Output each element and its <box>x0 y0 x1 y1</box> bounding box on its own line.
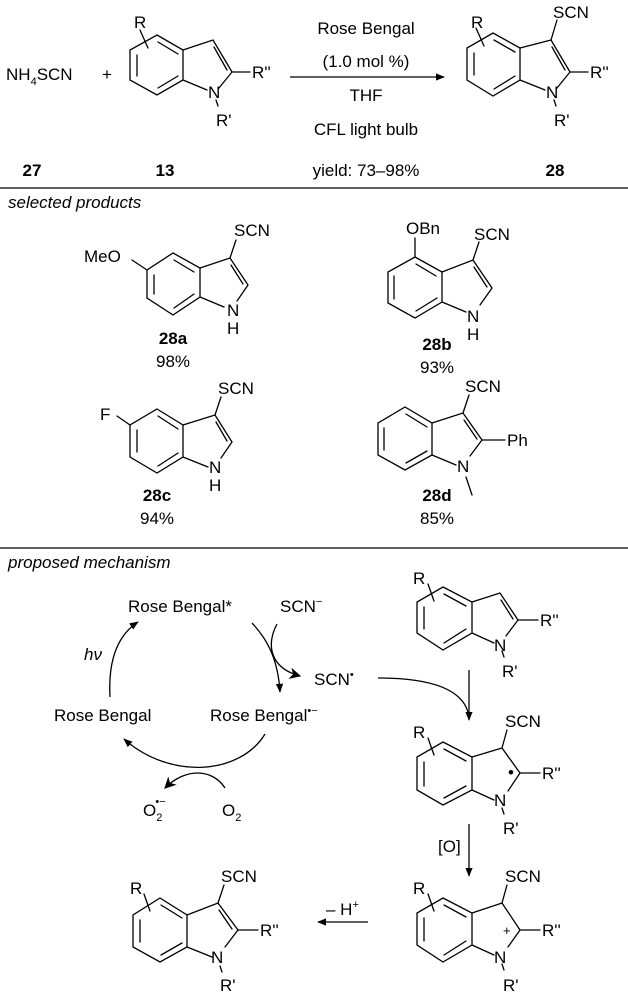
scn-label: SCN <box>234 221 270 240</box>
r-label: R <box>134 13 146 32</box>
compound-label-28b: 28b <box>422 335 451 354</box>
r-label: R <box>413 723 425 742</box>
scn-label: SCN <box>505 867 541 886</box>
rose-bengal-radical-anion: Rose Bengal•− <box>210 705 318 725</box>
n-label: N <box>457 457 469 476</box>
photocatalytic-cycle: Rose Bengal* SCN− hν SCN• Rose Bengal Ro… <box>54 596 354 824</box>
reaction-arrow: Rose Bengal (1.0 mol %) THF CFL light bu… <box>290 19 445 180</box>
product-28b-structure: OBn SCN N H <box>387 219 510 344</box>
r2-label: R'' <box>542 921 561 940</box>
substituent-label: Ph <box>507 431 528 450</box>
product-28-structure: R SCN N R'' R' <box>466 3 609 130</box>
selected-products-heading: selected products <box>8 193 142 212</box>
compound-label-28: 28 <box>546 161 565 180</box>
thiocyanate-radical: SCN• <box>314 669 354 689</box>
substituent-label: F <box>100 405 110 424</box>
mechanism-indole-structure: R N R'' R' <box>413 569 559 681</box>
compound-label-28d: 28d <box>422 486 451 505</box>
n-label: N <box>494 948 506 967</box>
r-label: R <box>471 13 483 32</box>
r-label: R <box>413 879 425 898</box>
compound-label-28c: 28c <box>143 486 171 505</box>
n-label: N <box>546 83 558 102</box>
substituent-label: MeO <box>84 247 121 266</box>
hv-label: hν <box>84 645 102 664</box>
scn-label: SCN <box>505 712 541 731</box>
yield-28a: 98% <box>156 352 190 371</box>
product-28c-structure: F SCN N H <box>100 379 254 495</box>
r2-label: R'' <box>252 63 271 82</box>
indole-13-structure: R N R'' R' <box>129 13 271 130</box>
thiocyanate-anion: SCN− <box>280 596 322 616</box>
condition-catalyst: Rose Bengal <box>317 19 414 38</box>
scn-label: SCN <box>221 867 257 886</box>
n-label: N <box>494 636 506 655</box>
condition-light: CFL light bulb <box>314 120 418 139</box>
scn-label: SCN <box>465 377 501 396</box>
oxidant-label: [O] <box>438 837 461 856</box>
electron-transfer-arrow <box>251 622 284 693</box>
yield-28b: 93% <box>420 358 454 377</box>
compound-label-28a: 28a <box>159 329 188 348</box>
compound-label-13: 13 <box>156 161 175 180</box>
r1-label: R' <box>220 976 236 995</box>
r1-label: R' <box>216 111 232 130</box>
positive-charge: + <box>503 923 511 938</box>
r2-label: R'' <box>590 63 609 82</box>
deprotonation-label: – H+ <box>326 899 359 919</box>
radical-intermediate-structure: R SCN • N R'' R' <box>413 712 561 838</box>
r1-label: R' <box>503 819 519 838</box>
r-label: R <box>413 569 425 588</box>
n-label: N <box>227 301 239 320</box>
oxygen: O2 <box>222 801 241 824</box>
final-product-structure: R SCN N R'' R' <box>130 867 279 995</box>
n-label: N <box>209 458 221 477</box>
reagent-ammonium-thiocyanate: NH4SCN <box>6 65 73 88</box>
n-label: N <box>467 307 479 326</box>
cation-intermediate-structure: R SCN + N R'' R' <box>413 867 561 995</box>
yield-28c: 94% <box>140 509 174 528</box>
product-28d-structure: SCN Ph N <box>377 377 528 496</box>
compound-label-27: 27 <box>23 161 42 180</box>
scn-label: SCN <box>474 225 510 244</box>
n-label: N <box>494 791 506 810</box>
hv-arrow <box>109 621 139 698</box>
substituent-label: OBn <box>406 219 440 238</box>
mechanism-heading: proposed mechanism <box>7 553 171 572</box>
rose-bengal-excited: Rose Bengal* <box>128 597 232 616</box>
rose-bengal-ground: Rose Bengal <box>54 706 151 725</box>
plus-sign: + <box>102 65 112 84</box>
regeneration-arrow <box>123 733 266 768</box>
h-label: H <box>467 325 479 344</box>
r1-label: R' <box>554 111 570 130</box>
scn-label: SCN <box>553 3 589 22</box>
oxidation-arrow <box>270 623 302 679</box>
reagent-27-formula: NH4SCN <box>6 65 73 88</box>
superoxide: O2•− <box>143 796 166 824</box>
r2-label: R'' <box>540 611 559 630</box>
condition-solvent: THF <box>349 86 382 105</box>
n-label: N <box>208 83 220 102</box>
h-label: H <box>209 476 221 495</box>
radical-addition-arrow <box>377 677 469 713</box>
radical-dot: • <box>508 763 514 782</box>
yield-28d: 85% <box>420 509 454 528</box>
h-label: H <box>227 319 239 338</box>
oxygen-reduction-arrow <box>164 772 226 789</box>
r2-label: R'' <box>260 921 279 940</box>
condition-loading: (1.0 mol %) <box>323 52 410 71</box>
r1-label: R' <box>502 662 518 681</box>
yield-range: yield: 73–98% <box>313 161 420 180</box>
scn-label: SCN <box>218 379 254 398</box>
r2-label: R'' <box>542 764 561 783</box>
product-28a-structure: MeO SCN N H <box>84 221 270 338</box>
r1-label: R' <box>503 976 519 995</box>
n-label: N <box>211 948 223 967</box>
r-label: R <box>130 879 142 898</box>
